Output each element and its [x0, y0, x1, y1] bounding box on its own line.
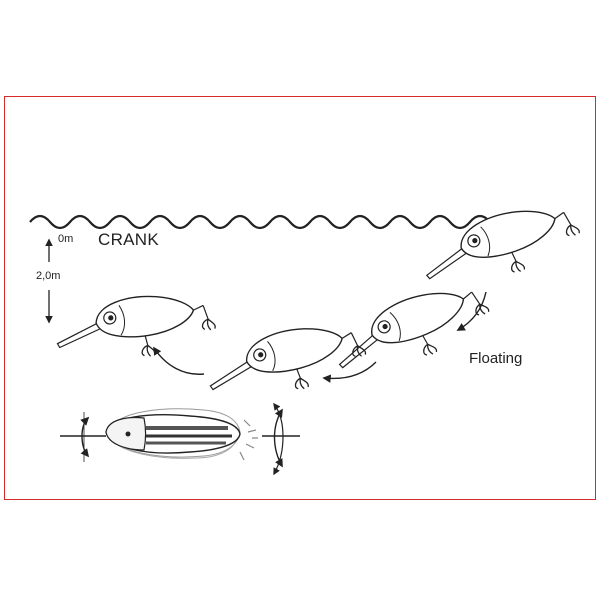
- dive-arrow-1: [456, 291, 487, 331]
- lure-fish-rising: [53, 291, 218, 364]
- diagram-frame: [4, 96, 596, 500]
- lure-top-view: [105, 408, 258, 461]
- lure-fish-surface: [416, 196, 586, 295]
- rise-arrow: [153, 346, 205, 375]
- wobble-axis-right: [262, 402, 300, 476]
- water-surface-line: [29, 214, 551, 230]
- mode-label: Floating: [469, 350, 523, 367]
- dive-arrow-2: [322, 361, 377, 383]
- wobble-axis-left: [60, 412, 106, 462]
- depth-bottom-label: 2,0m: [36, 270, 61, 282]
- depth-top-label: 0m: [58, 233, 74, 245]
- diagram-title: CRANK: [98, 230, 160, 249]
